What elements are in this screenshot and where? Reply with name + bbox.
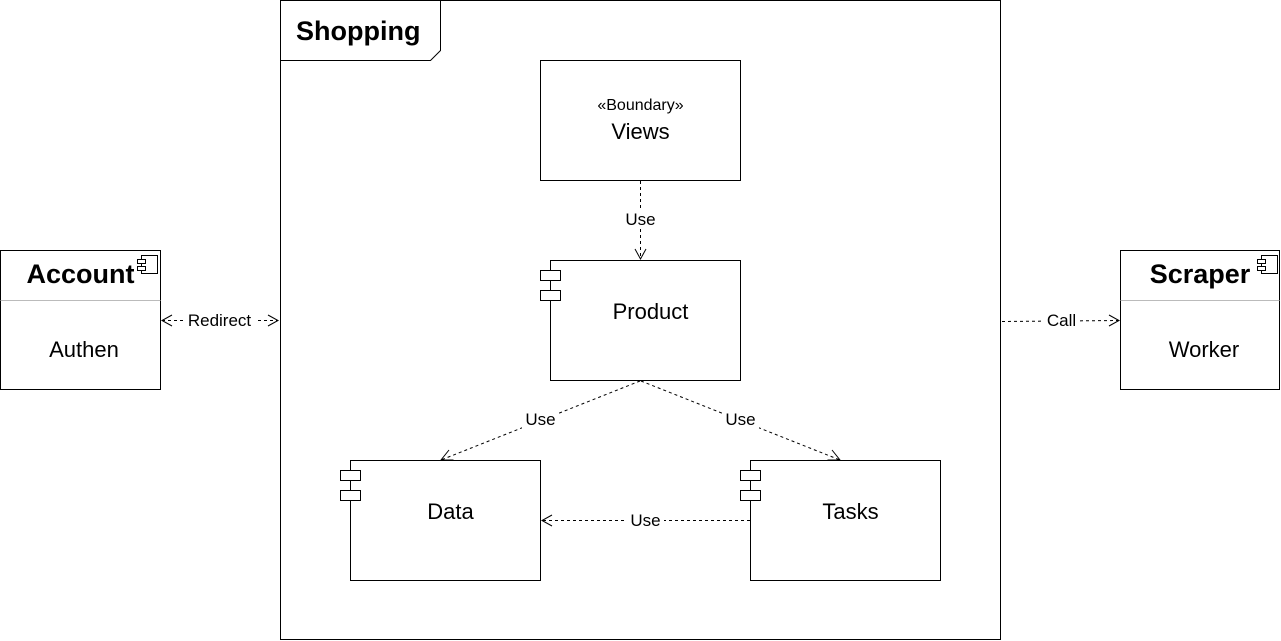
arrowhead-icon <box>634 248 647 261</box>
connector-label: Use <box>525 410 555 429</box>
frame-title: Shopping <box>296 16 420 46</box>
connector-label: Redirect <box>188 311 252 330</box>
product-component[interactable]: Product <box>540 260 741 381</box>
scraper-body: Worker <box>1169 337 1240 362</box>
account-body: Authen <box>49 337 119 362</box>
data-component[interactable]: Data <box>340 460 541 581</box>
views-stereotype: «Boundary» <box>597 97 683 114</box>
arrowhead-icon <box>267 314 280 327</box>
views-boundary[interactable]: «Boundary» Views <box>540 60 741 181</box>
component-port-icon <box>340 470 361 481</box>
scraper-component[interactable]: Scraper Worker <box>1120 250 1280 390</box>
data-name: Data <box>427 499 474 524</box>
account-component[interactable]: Account Authen <box>0 250 161 390</box>
product-name: Product <box>613 299 689 324</box>
arrowhead-icon <box>540 514 553 527</box>
connector-tasks-data[interactable]: Use <box>540 510 750 530</box>
tasks-component[interactable]: Tasks <box>740 460 941 581</box>
tasks-name: Tasks <box>822 499 878 524</box>
scraper-title: Scraper <box>1150 259 1251 289</box>
connector-label: Use <box>625 210 655 229</box>
connector-label: Call <box>1047 311 1076 330</box>
component-icon <box>1257 255 1278 274</box>
connector-product-data[interactable]: Use <box>439 380 641 461</box>
connector-account-shopping[interactable]: Redirect <box>160 310 280 330</box>
arrowhead-icon <box>439 449 454 461</box>
account-title: Account <box>27 259 135 289</box>
views-name: Views <box>611 119 669 144</box>
component-port-icon <box>540 290 561 301</box>
connector-label: Use <box>630 511 660 530</box>
component-icon <box>137 255 158 274</box>
connector-views-product[interactable]: Use <box>622 181 659 261</box>
component-port-icon <box>340 490 361 501</box>
connector-shopping-scraper[interactable]: Call <box>1001 310 1121 330</box>
component-port-icon <box>540 270 561 281</box>
arrowhead-icon <box>1108 314 1121 327</box>
connector-label: Use <box>725 410 755 429</box>
component-port-icon <box>740 470 761 481</box>
arrowhead-icon <box>160 314 173 327</box>
connector-product-tasks[interactable]: Use <box>640 380 842 461</box>
arrowhead-icon <box>827 449 842 461</box>
component-port-icon <box>740 490 761 501</box>
frame-title-tab <box>280 0 441 61</box>
